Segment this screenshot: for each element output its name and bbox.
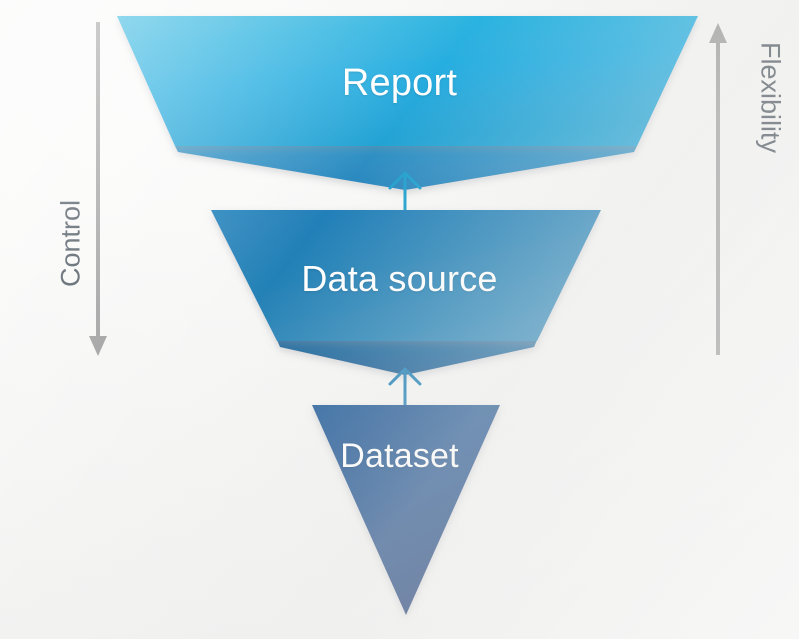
funnel-label-data-source: Data source xyxy=(301,258,498,299)
funnel-label-dataset: Dataset xyxy=(340,437,459,475)
funnel-level-data-source[interactable] xyxy=(211,210,601,375)
connector-dataset-to-data-source xyxy=(388,367,422,408)
data-source-shadow-band xyxy=(277,340,537,375)
axis-label-control: Control xyxy=(55,199,86,288)
arrow-head-up-icon xyxy=(388,171,422,190)
funnel-level-dataset[interactable] xyxy=(312,405,500,615)
axis-control xyxy=(89,22,107,356)
axis-flexibility-arrow-up-icon xyxy=(709,23,727,43)
axis-label-flexibility: Flexibility xyxy=(755,41,786,154)
funnel-label-report: Report xyxy=(341,62,458,104)
report-shape[interactable] xyxy=(117,16,698,146)
funnel-level-report[interactable] xyxy=(117,16,698,190)
arrow-head-up-icon xyxy=(388,367,422,386)
axis-control-arrow-down-icon xyxy=(89,336,107,356)
connector-data-source-to-report xyxy=(388,171,422,213)
dataset-shape[interactable] xyxy=(312,405,500,615)
report-shadow-band xyxy=(175,146,637,190)
data-source-shape[interactable] xyxy=(211,210,601,341)
axis-flexibility xyxy=(709,23,727,355)
